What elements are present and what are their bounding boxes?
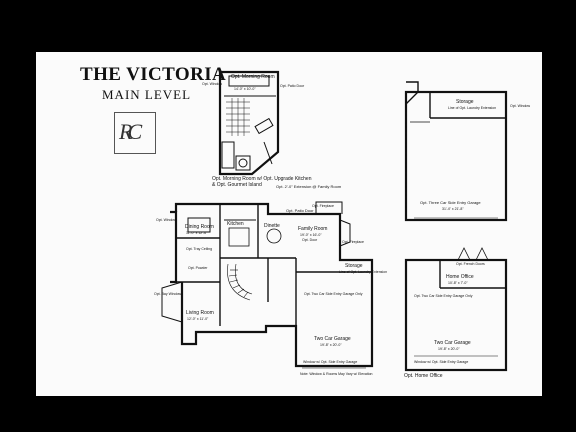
three-car-garage-label: Opt. Three Car Side Entry Garage xyxy=(420,200,481,205)
plan-title: THE VICTORIA xyxy=(80,64,227,85)
three-car-storage-sub: Line of Opt. Laundry Extension xyxy=(448,106,497,110)
title-block: THE VICTORIA MAIN LEVEL xyxy=(80,64,230,103)
plan-subtitle: MAIN LEVEL xyxy=(102,87,192,102)
family-room-dims: 19'-0" x 16'-0" xyxy=(300,233,322,237)
kitchen-label: Kitchen xyxy=(227,221,244,227)
morning-caption-1: Opt. Morning Room w/ Opt. Upgrade Kitche… xyxy=(212,176,312,182)
opt-two-car-label: Opt. Two Car Side Entry Garage Only xyxy=(304,292,363,296)
dinette-table xyxy=(266,228,282,244)
opt-powder-label: Opt. Powder xyxy=(188,266,208,270)
three-car-opt-window-label: Opt. Window xyxy=(510,104,531,108)
monogram-logo-icon: RC xyxy=(114,112,156,154)
three-car-garage-plan xyxy=(404,81,508,222)
morning-patio-door-label: Opt. Patio Door xyxy=(280,84,305,88)
three-car-storage-label: Storage xyxy=(456,99,474,105)
window-note-label: Window w/ Opt. Side Entry Garage xyxy=(303,360,358,364)
garage-dims: 19'-8" x 20'-0" xyxy=(320,343,342,347)
staircase xyxy=(227,263,253,301)
home-office-caption: Opt. Home Office xyxy=(404,373,443,379)
family-room-extension-label: Opt. 2'-0" Extension @ Family Room xyxy=(276,184,342,189)
opt-window-label: Opt. Window xyxy=(156,218,177,222)
morning-room-dims: 14'-0" x 10'-0" xyxy=(234,87,256,91)
family-room-label: Family Room xyxy=(298,226,328,232)
office-garage-label: Two Car Garage xyxy=(434,340,471,346)
logo-monogram-text: RC xyxy=(119,119,142,144)
morning-window-label: Opt. Window xyxy=(202,82,223,86)
office-window-note: Window w/ Opt. Side Entry Garage xyxy=(414,360,469,364)
living-room-label: Living Room xyxy=(186,310,214,316)
home-office-plan xyxy=(404,247,508,372)
dining-table xyxy=(187,217,211,233)
elevation-note: Note: Window & Rooms May Vary w/ Elevati… xyxy=(300,372,373,376)
patio-door-label: Opt. Patio Door xyxy=(286,208,314,213)
dinette-label: Dinette xyxy=(264,223,280,229)
office-garage-dims: 19'-8" x 20'-0" xyxy=(438,347,460,351)
home-office-dims: 10'-8" x 7'-0" xyxy=(448,281,468,285)
fireplace-label-2: Opt. Fireplace xyxy=(342,240,364,244)
bay-window-label: Opt. Bay Window xyxy=(154,292,182,296)
dining-room-dims: 11'-0" x 12'-6" xyxy=(186,231,208,235)
living-room-dims: 12'-0" x 11'-0" xyxy=(187,317,209,321)
morning-room-floor-tile xyxy=(226,98,250,136)
dining-room-label: Dining Room xyxy=(185,224,214,230)
floor-plan-drawing xyxy=(161,70,508,372)
opt-door-label: Opt. Door xyxy=(302,238,318,242)
morning-caption-2: & Opt. Gourmet Island xyxy=(212,182,262,188)
fireplace-label: Opt. Fireplace xyxy=(312,204,334,208)
kitchen-island xyxy=(228,227,250,247)
garage-label: Two Car Garage xyxy=(314,336,351,342)
french-doors-label: Opt. French Doors xyxy=(456,262,485,266)
storage-label: Storage xyxy=(345,263,363,269)
storage-sub-label: Line of Opt. Laundry Extension xyxy=(339,270,388,274)
tray-ceiling-label: Opt. Tray Ceiling xyxy=(186,247,213,251)
main-level-plan xyxy=(161,201,374,369)
morning-room-plan xyxy=(218,70,280,176)
morning-room-top-label: Opt. Morning Room xyxy=(231,74,275,80)
home-office-label: Home Office xyxy=(446,274,474,280)
office-opt-two-car-label: Opt. Two Car Side Entry Garage Only xyxy=(414,294,473,298)
floor-plan-sheet: THE VICTORIA MAIN LEVEL RC xyxy=(36,52,542,396)
three-car-garage-dims: 31'-4" x 21'-8" xyxy=(442,207,464,211)
